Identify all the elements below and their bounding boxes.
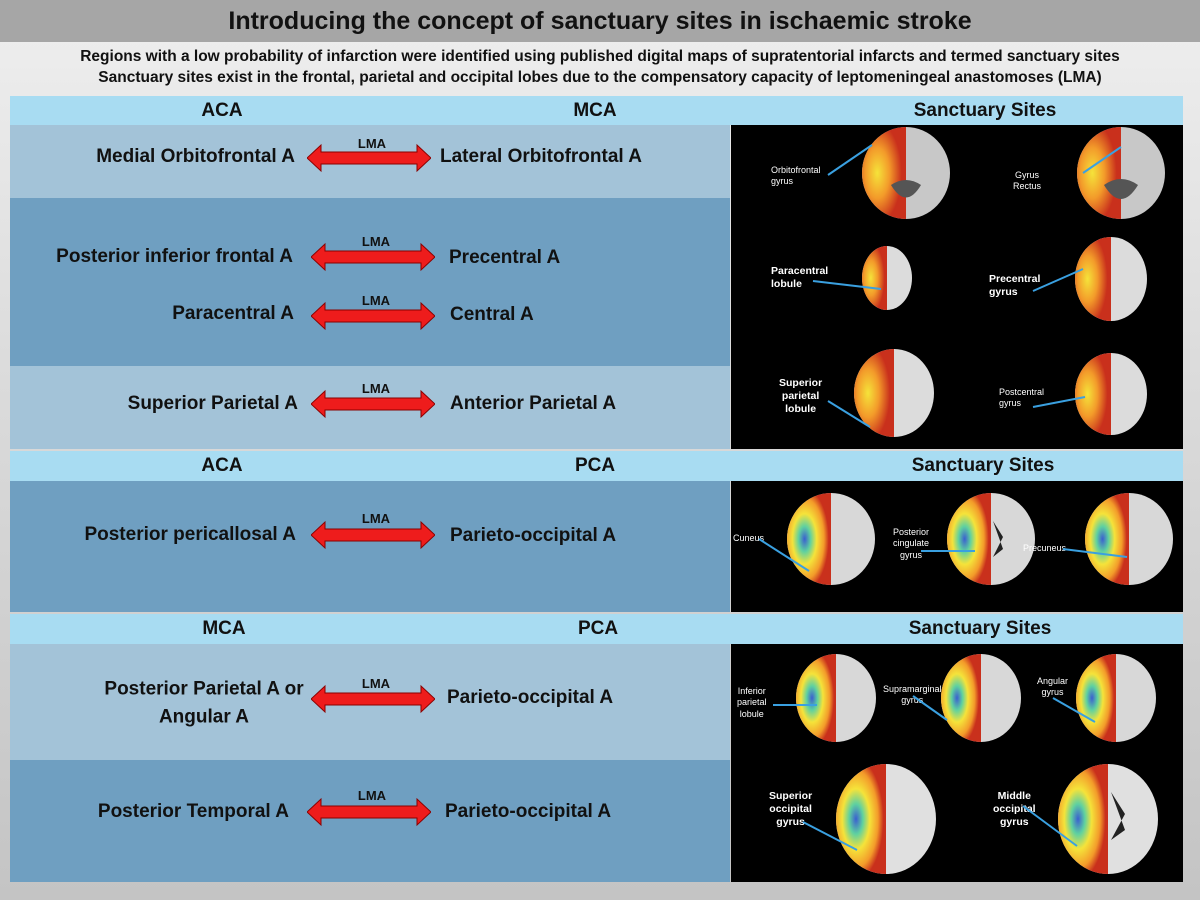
pointer-line: [1032, 396, 1086, 408]
section-header-left: MCA: [202, 618, 246, 639]
artery-row: [10, 760, 730, 882]
double-arrow-icon: [311, 684, 435, 714]
pointer-line: [758, 538, 810, 572]
double-arrow-icon: [311, 301, 435, 331]
pointer-line: [812, 280, 882, 290]
lma-label: LMA: [361, 234, 391, 249]
pointer-line: [1062, 548, 1128, 558]
lma-label: LMA: [361, 676, 391, 691]
title-text: Introducing the concept of sanctuary sit…: [228, 6, 972, 35]
left-artery-label: Paracentral A: [172, 303, 294, 324]
brain-mri-icon: [941, 654, 1021, 742]
right-artery-label: Central A: [450, 304, 534, 325]
pointer-line: [1052, 697, 1096, 723]
lma-label: LMA: [361, 293, 391, 308]
pointer-line: [1032, 268, 1084, 292]
pointer-line: [921, 550, 975, 552]
subtitle-line-1: Regions with a low probability of infarc…: [80, 48, 1120, 65]
pointer-line: [827, 400, 871, 428]
pointer-line: [912, 695, 948, 721]
site-caption: Precuneus: [1023, 543, 1067, 553]
section-header-right: PCA: [577, 618, 619, 639]
lma-label: LMA: [357, 788, 387, 803]
section-header-right: PCA: [574, 455, 616, 476]
pointer-line: [773, 704, 817, 706]
section-header-right: MCA: [573, 99, 617, 121]
brain-mri-icon: [1075, 237, 1147, 321]
double-arrow-icon: [311, 389, 435, 419]
subtitle-line-2: Sanctuary sites exist in the frontal, pa…: [98, 69, 1102, 86]
lma-label: LMA: [357, 136, 387, 151]
section-header-mca-pca: MCA PCA Sanctuary Sites: [10, 614, 1183, 644]
pointer-line: [1022, 805, 1078, 847]
right-artery-label: Parieto-occipital A: [447, 687, 614, 708]
page-title: Introducing the concept of sanctuary sit…: [0, 0, 1200, 42]
brain-mri-icon: [1085, 493, 1173, 585]
section-header-left: ACA: [201, 455, 243, 476]
site-caption: Cuneus: [733, 533, 765, 543]
brain-mri-icon: [1075, 353, 1147, 435]
right-artery-label: Precentral A: [449, 247, 561, 268]
left-artery-label: Posterior inferior frontal A: [56, 246, 293, 267]
double-arrow-icon: [307, 797, 431, 827]
brain-mri-icon: [862, 127, 950, 219]
brain-mri-icon: [1058, 764, 1158, 874]
right-artery-label: Lateral Orbitofrontal A: [440, 146, 642, 167]
brain-mri-icon: [787, 493, 875, 585]
right-artery-label: Parieto-occipital A: [450, 525, 617, 546]
brain-mri-icon: [836, 764, 936, 874]
left-artery-label: Posterior Temporal A: [97, 801, 289, 822]
left-artery-label: Superior Parietal A: [127, 393, 298, 414]
brain-mri-icon: [854, 349, 934, 437]
left-artery-label: Posterior pericallosal A: [84, 524, 296, 545]
section-header-aca-mca: ACA MCA Sanctuary Sites: [10, 96, 1183, 125]
brain-mri-icon: [1077, 127, 1165, 219]
right-artery-label: Parieto-occipital A: [445, 801, 612, 822]
brain-mri-icon: [947, 493, 1035, 585]
lma-label: LMA: [361, 511, 391, 526]
pointer-line: [827, 144, 873, 176]
section-header-aca-pca: ACA PCA Sanctuary Sites: [10, 451, 1183, 481]
left-artery-label: Posterior Parietal A or Angular A: [104, 678, 304, 727]
double-arrow-icon: [307, 143, 431, 173]
brain-mri-icon: [862, 246, 912, 310]
double-arrow-icon: [311, 242, 435, 272]
section-header-left: ACA: [201, 99, 243, 121]
section-header-sites: Sanctuary Sites: [911, 455, 1055, 476]
artery-row: [10, 481, 730, 612]
brain-mri-icon: [1076, 654, 1156, 742]
brain-mri-icon: [796, 654, 876, 742]
section-header-sites: Sanctuary Sites: [908, 618, 1052, 639]
double-arrow-icon: [311, 520, 435, 550]
right-artery-label: Anterior Parietal A: [450, 393, 617, 414]
section-header-sites: Sanctuary Sites: [913, 99, 1057, 121]
left-artery-label: Medial Orbitofrontal A: [96, 146, 295, 167]
lma-label: LMA: [361, 381, 391, 396]
pointer-line: [1082, 146, 1122, 174]
pointer-line: [802, 821, 858, 851]
artery-row: [10, 198, 730, 366]
